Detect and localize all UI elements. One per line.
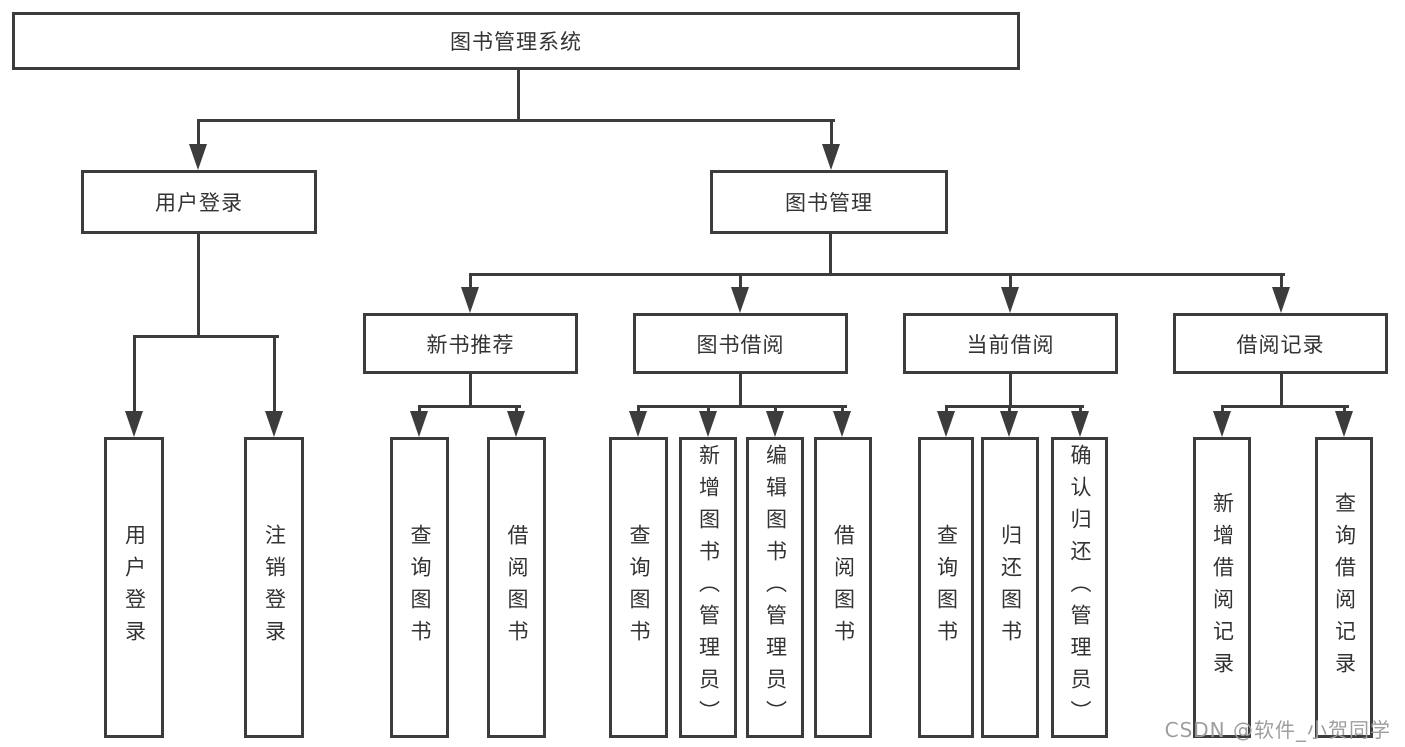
node-label: 查询图书 [934, 523, 959, 652]
leaf-query-borrow-record: 查询借阅记录 [1315, 437, 1373, 738]
connector-line [197, 234, 200, 338]
connector-line [945, 405, 1084, 408]
connector-line [273, 336, 276, 413]
connector-line [517, 70, 520, 122]
connector-line [1280, 274, 1283, 289]
connector-line [637, 405, 847, 408]
leaf-query-books-recommend: 查询图书 [390, 437, 449, 738]
connector-line [1280, 374, 1283, 408]
node-label: 查询图书 [408, 523, 432, 652]
node-label: 归还图书 [998, 523, 1023, 652]
node-label: 图书管理系统 [450, 30, 582, 54]
arrow-down-icon [1335, 411, 1353, 437]
connector-line [829, 234, 832, 276]
arrow-down-icon [629, 411, 647, 437]
node-label: 借阅图书 [505, 523, 529, 652]
arrow-down-icon [699, 411, 717, 437]
node-label: 确认归还（管理员） [1068, 443, 1092, 732]
node-label: 用户登录 [155, 191, 243, 215]
leaf-add-borrow-record: 新增借阅记录 [1193, 437, 1251, 738]
leaf-return-books: 归还图书 [981, 437, 1039, 738]
arrow-down-icon [1071, 411, 1089, 437]
connector-line [1343, 406, 1346, 413]
leaf-borrow-books-recommend: 借阅图书 [487, 437, 546, 738]
leaf-query-books-current: 查询图书 [918, 437, 974, 738]
connector-line [1009, 374, 1012, 408]
node-label: 新增图书（管理员） [696, 443, 721, 732]
connector-line [1009, 274, 1012, 289]
connector-line [469, 374, 472, 408]
node-label: 借阅记录 [1236, 332, 1325, 357]
node-label: 查询图书 [627, 523, 651, 652]
node-library-management-system: 图书管理系统 [12, 12, 1020, 70]
node-label: 查询借阅记录 [1332, 491, 1357, 684]
arrow-down-icon [1000, 411, 1018, 437]
node-book-management: 图书管理 [710, 170, 948, 234]
arrow-down-icon [1272, 287, 1290, 313]
node-label: 新书推荐 [426, 332, 515, 357]
leaf-add-book-admin: 新增图书（管理员） [679, 437, 737, 738]
connector-line [637, 406, 640, 413]
arrow-down-icon [822, 144, 840, 170]
connector-line [1079, 406, 1082, 413]
node-label: 新增借阅记录 [1210, 491, 1235, 684]
node-label: 用户登录 [122, 523, 147, 652]
connector-line [418, 405, 521, 408]
connector-line [515, 406, 518, 413]
node-new-book-recommend: 新书推荐 [363, 313, 578, 374]
connector-line [1008, 406, 1011, 413]
arrow-down-icon [731, 287, 749, 313]
node-current-borrowing: 当前借阅 [903, 313, 1118, 374]
connector-line [469, 273, 1285, 276]
connector-line [945, 406, 948, 413]
arrow-down-icon [461, 287, 479, 313]
leaf-borrow-books-borrowing: 借阅图书 [814, 437, 872, 738]
node-book-borrowing: 图书借阅 [633, 313, 848, 374]
connector-line [707, 406, 710, 413]
arrow-down-icon [125, 411, 143, 437]
arrow-down-icon [766, 411, 784, 437]
connector-line [1221, 405, 1349, 408]
connector-line [739, 274, 742, 289]
arrow-down-icon [189, 144, 207, 170]
connector-line [774, 406, 777, 413]
connector-line [133, 336, 136, 413]
connector-line [830, 120, 833, 146]
connector-line [133, 335, 279, 338]
connector-line [841, 406, 844, 413]
leaf-logout-login: 注销登录 [244, 437, 304, 738]
leaf-query-books-borrowing: 查询图书 [609, 437, 668, 738]
arrow-down-icon [1213, 411, 1231, 437]
node-label: 借阅图书 [831, 523, 856, 652]
leaf-edit-book-admin: 编辑图书（管理员） [746, 437, 804, 738]
node-borrowing-records: 借阅记录 [1173, 313, 1388, 374]
connector-line [197, 119, 835, 122]
arrow-down-icon [1001, 287, 1019, 313]
connector-line [197, 120, 200, 146]
arrow-down-icon [507, 411, 525, 437]
connector-line [1221, 406, 1224, 413]
arrow-down-icon [833, 411, 851, 437]
node-label: 当前借阅 [966, 332, 1055, 357]
connector-line [469, 274, 472, 289]
node-user-login: 用户登录 [81, 170, 317, 234]
arrow-down-icon [265, 411, 283, 437]
arrow-down-icon [937, 411, 955, 437]
node-label: 图书管理 [785, 191, 873, 215]
connector-line [418, 406, 421, 413]
node-label: 编辑图书（管理员） [763, 443, 788, 732]
node-label: 图书借阅 [696, 332, 785, 357]
connector-line [739, 374, 742, 408]
leaf-confirm-return-admin: 确认归还（管理员） [1051, 437, 1108, 738]
leaf-user-login: 用户登录 [104, 437, 164, 738]
arrow-down-icon [410, 411, 428, 437]
node-label: 注销登录 [262, 523, 287, 652]
csdn-watermark: CSDN @软件_小贺同学 [1164, 718, 1391, 742]
